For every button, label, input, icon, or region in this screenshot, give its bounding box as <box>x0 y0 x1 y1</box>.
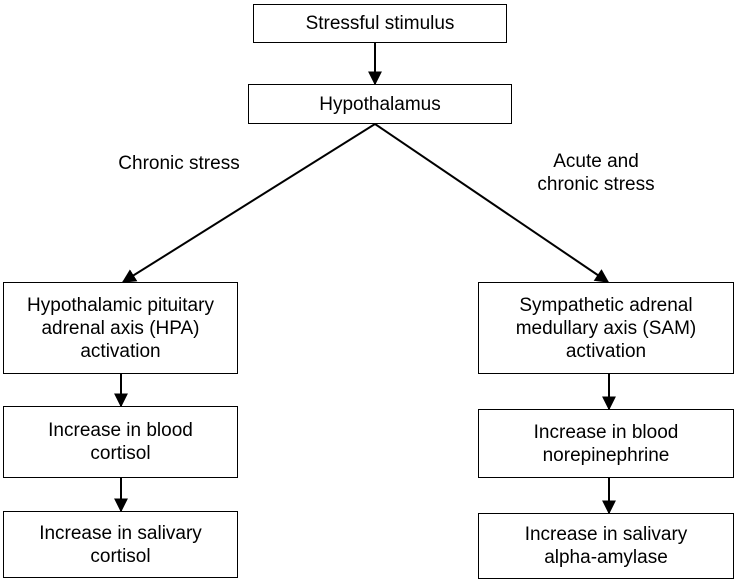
hpa-activation-box: Hypothalamic pituitary adrenal axis (HPA… <box>3 282 238 374</box>
acute-chronic-stress-label: Acute and chronic stress <box>537 151 655 195</box>
salivary-amylase-box: Increase in salivary alpha-amylase <box>478 513 734 579</box>
chronic-stress-label: Chronic stress <box>118 153 240 174</box>
salivary-cortisol-box: Increase in salivary cortisol <box>3 511 238 578</box>
salivary-amylase-label: Increase in salivary alpha-amylase <box>524 524 688 568</box>
arrow-hypothalamus-to-hpa <box>121 123 376 283</box>
hypothalamus-box: Hypothalamus <box>248 84 512 124</box>
sam-activation-label: Sympathetic adrenal medullary axis (SAM)… <box>515 294 697 362</box>
sam-activation-box: Sympathetic adrenal medullary axis (SAM)… <box>478 282 734 374</box>
stressful-stimulus-label: Stressful stimulus <box>305 13 455 34</box>
blood-cortisol-label: Increase in blood cortisol <box>48 420 193 464</box>
blood-norepinephrine-label: Increase in blood norepinephrine <box>533 421 679 466</box>
blood-cortisol-box: Increase in blood cortisol <box>3 406 238 478</box>
blood-norepinephrine-box: Increase in blood norepinephrine <box>478 409 734 478</box>
hypothalamus-label: Hypothalamus <box>319 93 441 115</box>
stressful-stimulus-box: Stressful stimulus <box>253 4 507 43</box>
arrow-hypothalamus-to-sam <box>374 123 610 283</box>
salivary-cortisol-label: Increase in salivary cortisol <box>39 522 202 567</box>
hpa-activation-label: Hypothalamic pituitary adrenal axis (HPA… <box>27 294 214 362</box>
